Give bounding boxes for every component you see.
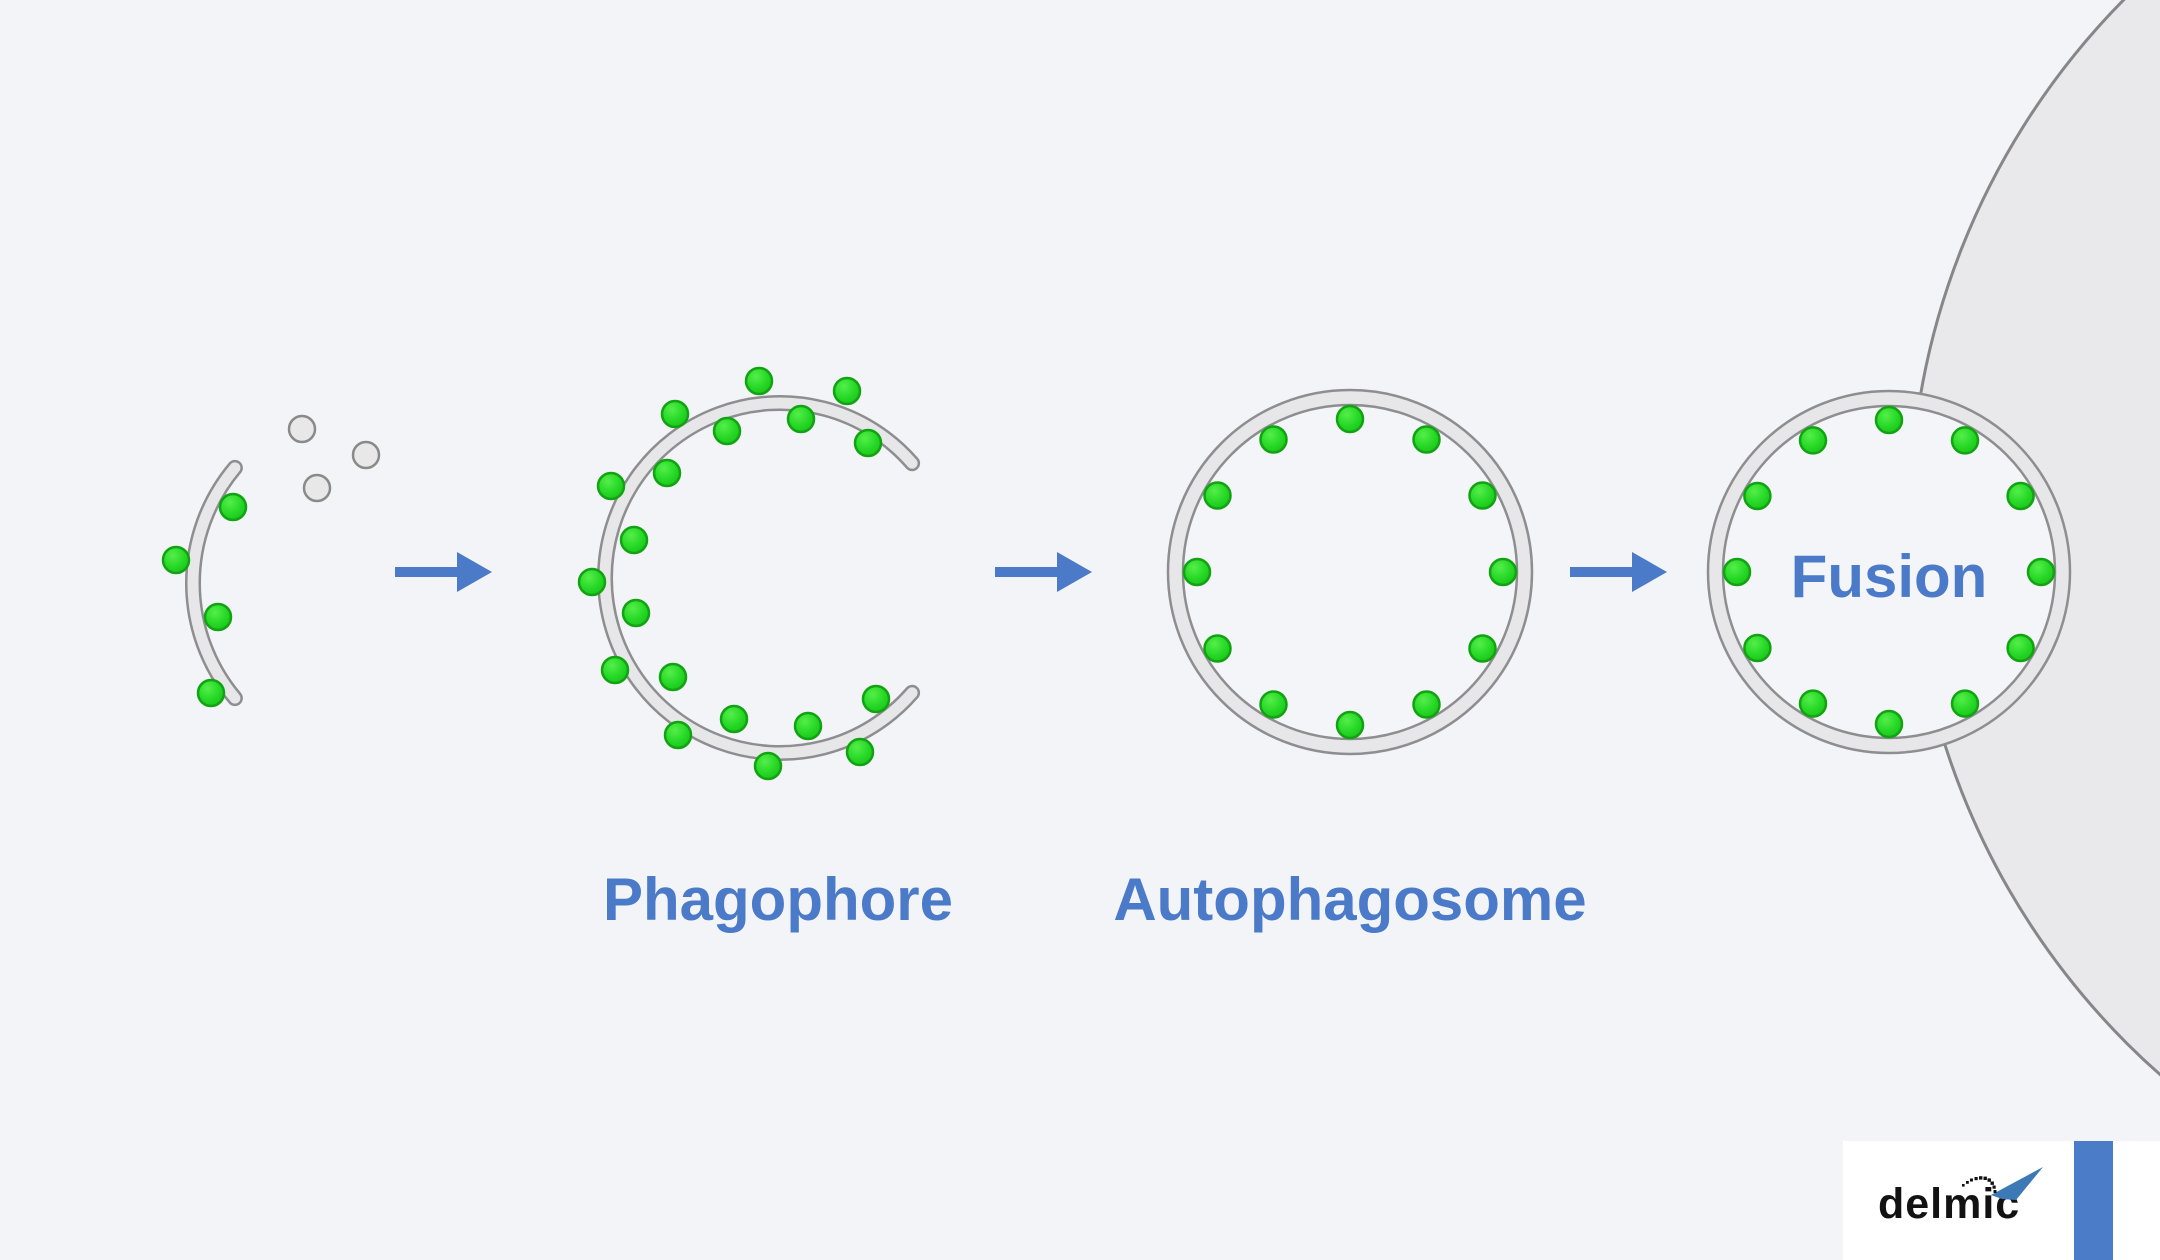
protein-dot [744,366,774,396]
stage-autophagosome [1166,388,1534,756]
protein-dot [619,525,649,555]
protein-dot [1874,405,1904,435]
logo-accent-bar [2074,1141,2113,1260]
protein-dot [2026,557,2056,587]
protein-dot [1722,557,1752,587]
initiation-membrane [184,459,243,707]
delmic-wordmark: delmic [1878,1180,2021,1228]
protein-dot [2006,633,2035,663]
protein-dot [832,376,862,406]
protein-dot [1335,710,1365,740]
protein-dot [663,720,693,750]
protein-dot [1488,557,1518,587]
stage-phagophore [577,366,921,781]
protein-dot [577,567,607,597]
protein-dot [1798,426,1828,455]
protein-dot [596,471,626,501]
protein-dot [1259,425,1288,454]
protein-dot [196,678,226,708]
protein-dot [1950,689,1980,718]
protein-dot [1203,481,1232,510]
label-phagophore: Phagophore [602,866,953,933]
stage-arrow [1570,552,1667,592]
protein-dot [1203,634,1232,663]
stage-initiation [161,414,381,708]
protein-dot [1259,690,1288,719]
protein-dot [793,711,823,741]
cargo-particle [302,473,332,503]
protein-dot [853,428,883,458]
protein-dot [712,416,742,446]
protein-dot [600,655,630,685]
fusion-membrane [1706,389,2072,755]
cargo-particle [351,440,381,470]
protein-dot [1412,425,1441,454]
protein-dot [621,598,651,628]
protein-dot [203,602,233,632]
cargo-particle [287,414,317,444]
protein-dot [1468,634,1497,663]
protein-dot [161,545,191,575]
protein-dot [753,751,783,781]
protein-dot [1743,633,1772,663]
protein-dot [1874,709,1904,739]
label-fusion: Fusion [1790,543,1988,610]
autophagosome-membrane [1166,388,1534,756]
protein-dot [786,404,816,434]
protein-dot [1950,426,1980,455]
protein-dot [1335,404,1365,434]
protein-dot [658,662,688,692]
protein-dot [1412,690,1441,719]
protein-dot [845,737,875,767]
stage-arrow [995,552,1092,592]
beam-swoosh-icon [1962,1167,2043,1200]
protein-dot [660,399,690,429]
stage-arrow [395,552,492,592]
delmic-logo: delmic [1843,1141,2160,1260]
protein-dot [719,704,749,734]
protein-dot [1798,689,1828,718]
protein-dot [1182,557,1212,587]
protein-dot [218,492,248,522]
stage-fusion [1706,389,2072,755]
protein-dot [1468,481,1497,510]
protein-dot [652,458,682,488]
protein-dot [2006,481,2035,511]
protein-dot [861,684,891,714]
label-autophagosome: Autophagosome [1113,866,1587,933]
protein-dot [1743,481,1772,511]
